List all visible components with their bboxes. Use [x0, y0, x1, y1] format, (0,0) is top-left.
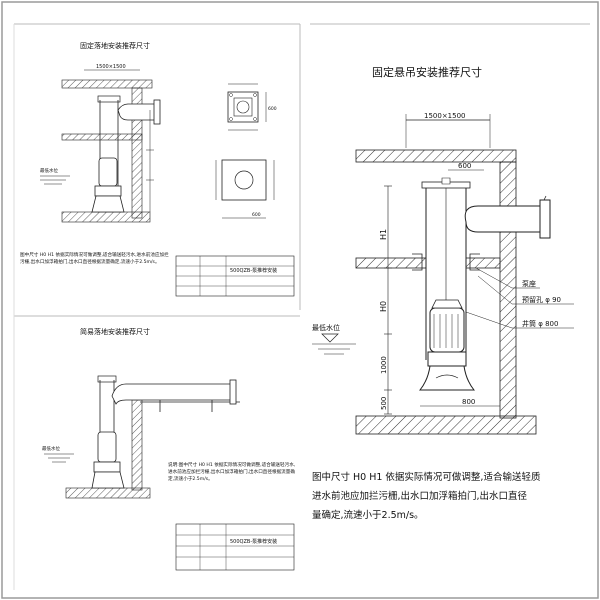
right-dim-800: 800 [462, 398, 475, 406]
mid-slab-right [465, 257, 501, 269]
callout-reserved-hole: 预留孔 φ 90 [522, 295, 561, 304]
top-left-title: 固定落地安装推荐尺寸 [80, 41, 150, 50]
bottom-left-water-label: 最低水位 [42, 445, 60, 452]
bottom-left-note: 说明:图中尺寸 H0 H1 依据实际情况可做调整,适合输送轻污水,进水前池应加拦… [168, 463, 296, 482]
top-mid-dim-a: 600 [268, 106, 277, 112]
right-title: 固定悬吊安装推荐尺寸 [372, 65, 482, 79]
bottom-left-title-block-name: 500QZB-泵推荐安装 [230, 538, 277, 545]
top-left-title-block-name: 500QZB-泵推荐安装 [230, 267, 277, 274]
top-mid-dim-b: 600 [252, 212, 261, 218]
top-slab [355, 149, 517, 163]
panel-top-mid: 600 600 [215, 83, 277, 219]
right-water-label: 最低水位 [312, 323, 340, 332]
right-dim-1000: 1000 [380, 356, 388, 374]
right-dim-top: 1500×1500 [424, 112, 466, 120]
right-dim-600: 600 [458, 162, 471, 170]
panel-right: 固定悬吊安装推荐尺寸 1500×1500 600 [312, 65, 574, 521]
pump [418, 299, 476, 391]
top-left-note: 图中尺寸 H0 H1 依据实际情况可做调整,适合输送轻污水,进水前池应加拦污栅,… [20, 253, 169, 265]
right-dim-H1: H1 [379, 229, 388, 240]
right-dim-H0: H0 [379, 301, 388, 312]
bottom-left-title: 简易落地安装推荐尺寸 [80, 327, 150, 336]
right-wall [499, 161, 517, 419]
panel-bottom-left: 简易落地安装推荐尺寸 最低水位 说明:图中尺寸 H0 H1 依据实际情况可做调整… [42, 327, 296, 571]
top-left-dim-top: 1500×1500 [96, 64, 126, 70]
mid-slab-left [355, 257, 427, 269]
callout-pump-seat: 泵座 [522, 279, 536, 288]
right-note-line-2: 进水前池应加拦污栅,出水口加浮箱拍门,出水口直径 [312, 490, 528, 502]
flap-valve [539, 199, 551, 239]
top-left-water-label: 最低水位 [40, 167, 58, 174]
discharge-pipe [464, 205, 545, 233]
callout-well: 井筒 φ 800 [522, 319, 558, 328]
right-note-line-3: 量确定,流速小于2.5m/s。 [312, 509, 424, 521]
top-left-title-block: 500QZB-泵推荐安装 [175, 255, 295, 297]
bottom-slab [355, 415, 537, 435]
right-note-line-1: 图中尺寸 H0 H1 依据实际情况可做调整,适合输送轻质 [312, 471, 541, 483]
panel-top-left: 固定落地安装推荐尺寸 1500×1500 最低水位 图中尺寸 [20, 41, 295, 297]
bottom-left-title-block: 500QZB-泵推荐安装 [175, 523, 295, 571]
right-dim-500: 500 [380, 397, 388, 410]
